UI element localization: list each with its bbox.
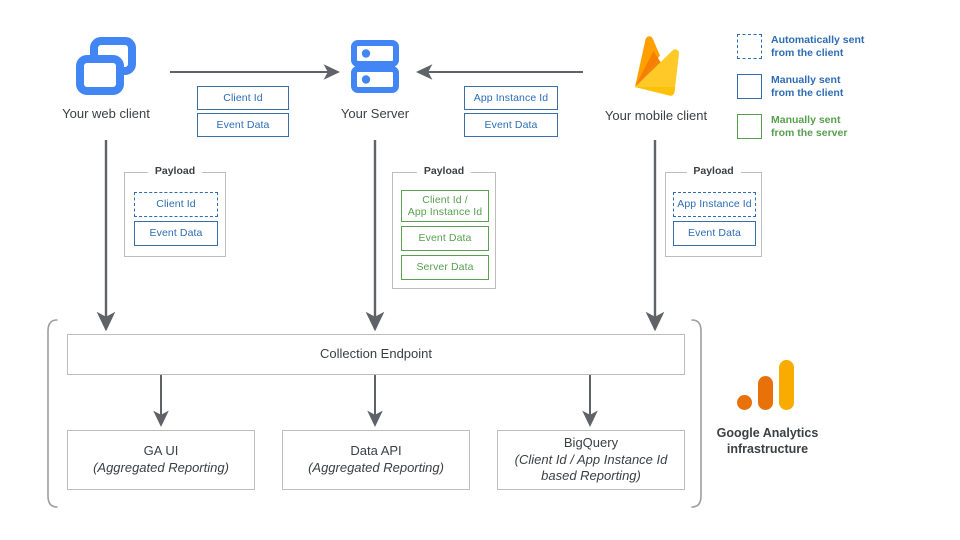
legend-swatch-green [737, 114, 762, 139]
collection-endpoint-label: Collection Endpoint [319, 346, 433, 362]
payload-item-event-data-mobile: Event Data [673, 221, 756, 246]
payload-web-client: Payload Client Id Event Data [124, 165, 226, 257]
mobile-client-node: Your mobile client [586, 30, 726, 123]
output-box-data-api: Data API (Aggregated Reporting) [282, 430, 470, 490]
server-racks-icon [313, 32, 437, 102]
collection-endpoint-box: Collection Endpoint [67, 334, 685, 375]
legend-label-automatic-client-line1: Automatically sent [771, 34, 865, 46]
transport-chip-event-data-mobile: Event Data [464, 113, 558, 137]
payload-item-server-data: Server Data [401, 255, 489, 280]
payload-legend-web: Payload [147, 165, 203, 177]
infrastructure-caption-line2: infrastructure [726, 442, 809, 457]
output-box-ga-ui: GA UI (Aggregated Reporting) [67, 430, 255, 490]
legend-label-manual-server: Manually sent from the server [771, 114, 847, 141]
legend-item-manual-server: Manually sent from the server [737, 114, 847, 141]
payload-item-client-or-app-instance-id: Client Id / App Instance Id [401, 190, 489, 222]
payload-item-event-data: Event Data [134, 221, 218, 246]
payload-legend-mobile: Payload [686, 165, 741, 177]
legend-label-automatic-client-line2: from the client [771, 47, 844, 60]
browser-windows-icon [44, 32, 168, 102]
payload-item-app-instance-id: App Instance Id [673, 192, 756, 217]
payload-mobile-client: Payload App Instance Id Event Data [665, 165, 762, 257]
output-title-data-api: Data API [350, 443, 402, 459]
infrastructure-bracket-left [47, 319, 58, 508]
infrastructure-caption-line1: Google Analytics [716, 426, 819, 440]
web-client-label: Your web client [62, 106, 150, 121]
firebase-flame-icon [586, 30, 726, 106]
output-title-ga-ui: GA UI [143, 443, 179, 459]
legend-label-manual-client-line1: Manually sent [771, 74, 841, 86]
output-title-bigquery: BigQuery [563, 434, 619, 450]
payload-legend-server: Payload [416, 165, 472, 177]
legend-swatch-dashed-blue [737, 34, 762, 59]
transport-chip-event-data-web: Event Data [197, 113, 289, 137]
output-box-bigquery: BigQuery (Client Id / App Instance Id ba… [497, 430, 685, 490]
legend-label-automatic-client: Automatically sent from the client [771, 34, 864, 61]
legend-label-manual-server-line1: Manually sent [771, 114, 841, 126]
payload-item-client-id: Client Id [134, 192, 218, 217]
web-client-node: Your web client [44, 32, 168, 121]
payload-item-event-data-server: Event Data [401, 226, 489, 251]
transport-chip-client-id: Client Id [197, 86, 289, 110]
infrastructure-bracket-right [691, 319, 702, 508]
google-analytics-bars-icon [735, 358, 799, 420]
legend-item-manual-client: Manually sent from the client [737, 74, 843, 101]
legend-label-manual-client: Manually sent from the client [771, 74, 843, 101]
server-node: Your Server [313, 32, 437, 121]
transport-chip-app-instance-id: App Instance Id [464, 86, 558, 110]
server-label: Your Server [340, 106, 410, 121]
legend-label-manual-client-line2: from the client [771, 87, 844, 100]
legend-item-automatic-client: Automatically sent from the client [737, 34, 864, 61]
legend-label-manual-server-line2: from the server [771, 127, 848, 140]
output-subtitle-data-api: (Aggregated Reporting) [308, 460, 444, 475]
legend-swatch-blue [737, 74, 762, 99]
payload-server: Payload Client Id / App Instance Id Even… [392, 165, 496, 289]
output-subtitle-ga-ui: (Aggregated Reporting) [93, 460, 229, 475]
mobile-client-label: Your mobile client [604, 108, 708, 123]
output-subtitle-bigquery: (Client Id / App Instance Id based Repor… [514, 451, 668, 484]
infrastructure-caption: Google Analytics infrastructure [690, 425, 845, 458]
